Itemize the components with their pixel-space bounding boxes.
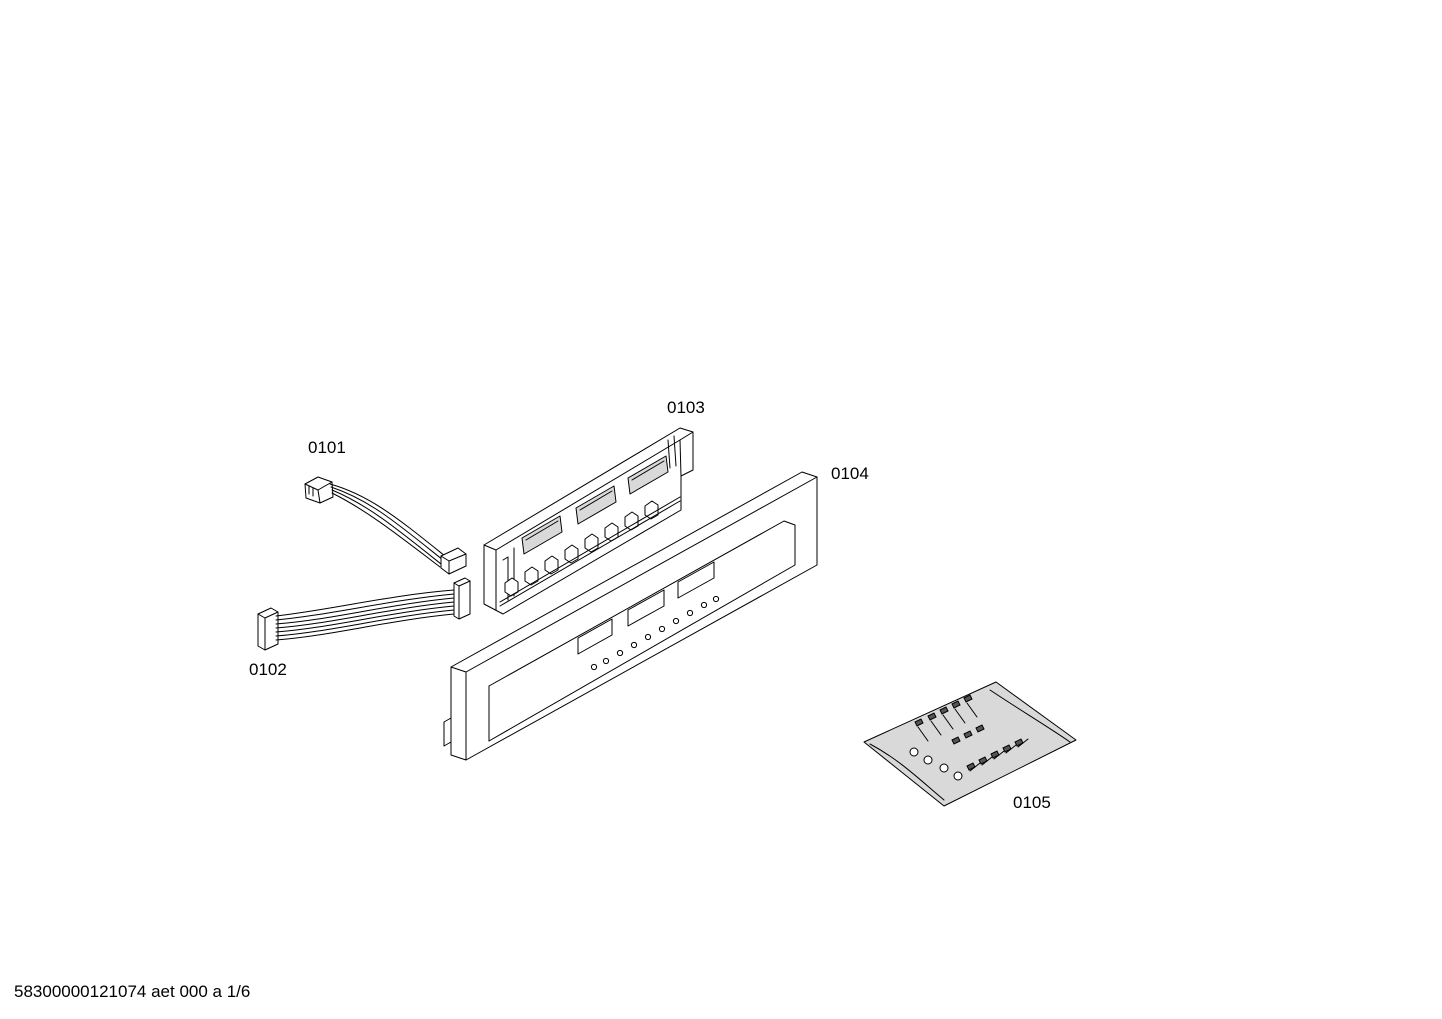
part-label-0102: 0102	[249, 660, 287, 679]
part-label-0104: 0104	[831, 464, 869, 483]
part-label-0101: 0101	[308, 438, 346, 457]
screw-icon-group	[909, 694, 1029, 781]
part-0103-control-module[interactable]	[483, 427, 694, 615]
part-0104-fascia[interactable]	[443, 471, 818, 761]
document-footer-code: 58300000121074 aet 000 a 1/6	[14, 982, 251, 1001]
part-0105-screw-bag[interactable]	[863, 681, 1077, 807]
part-label-0105: 0105	[1013, 793, 1051, 812]
part-0102-ribbon-cable[interactable]	[257, 577, 471, 651]
part-0101-harness[interactable]	[304, 476, 467, 575]
part-label-0103: 0103	[667, 398, 705, 417]
